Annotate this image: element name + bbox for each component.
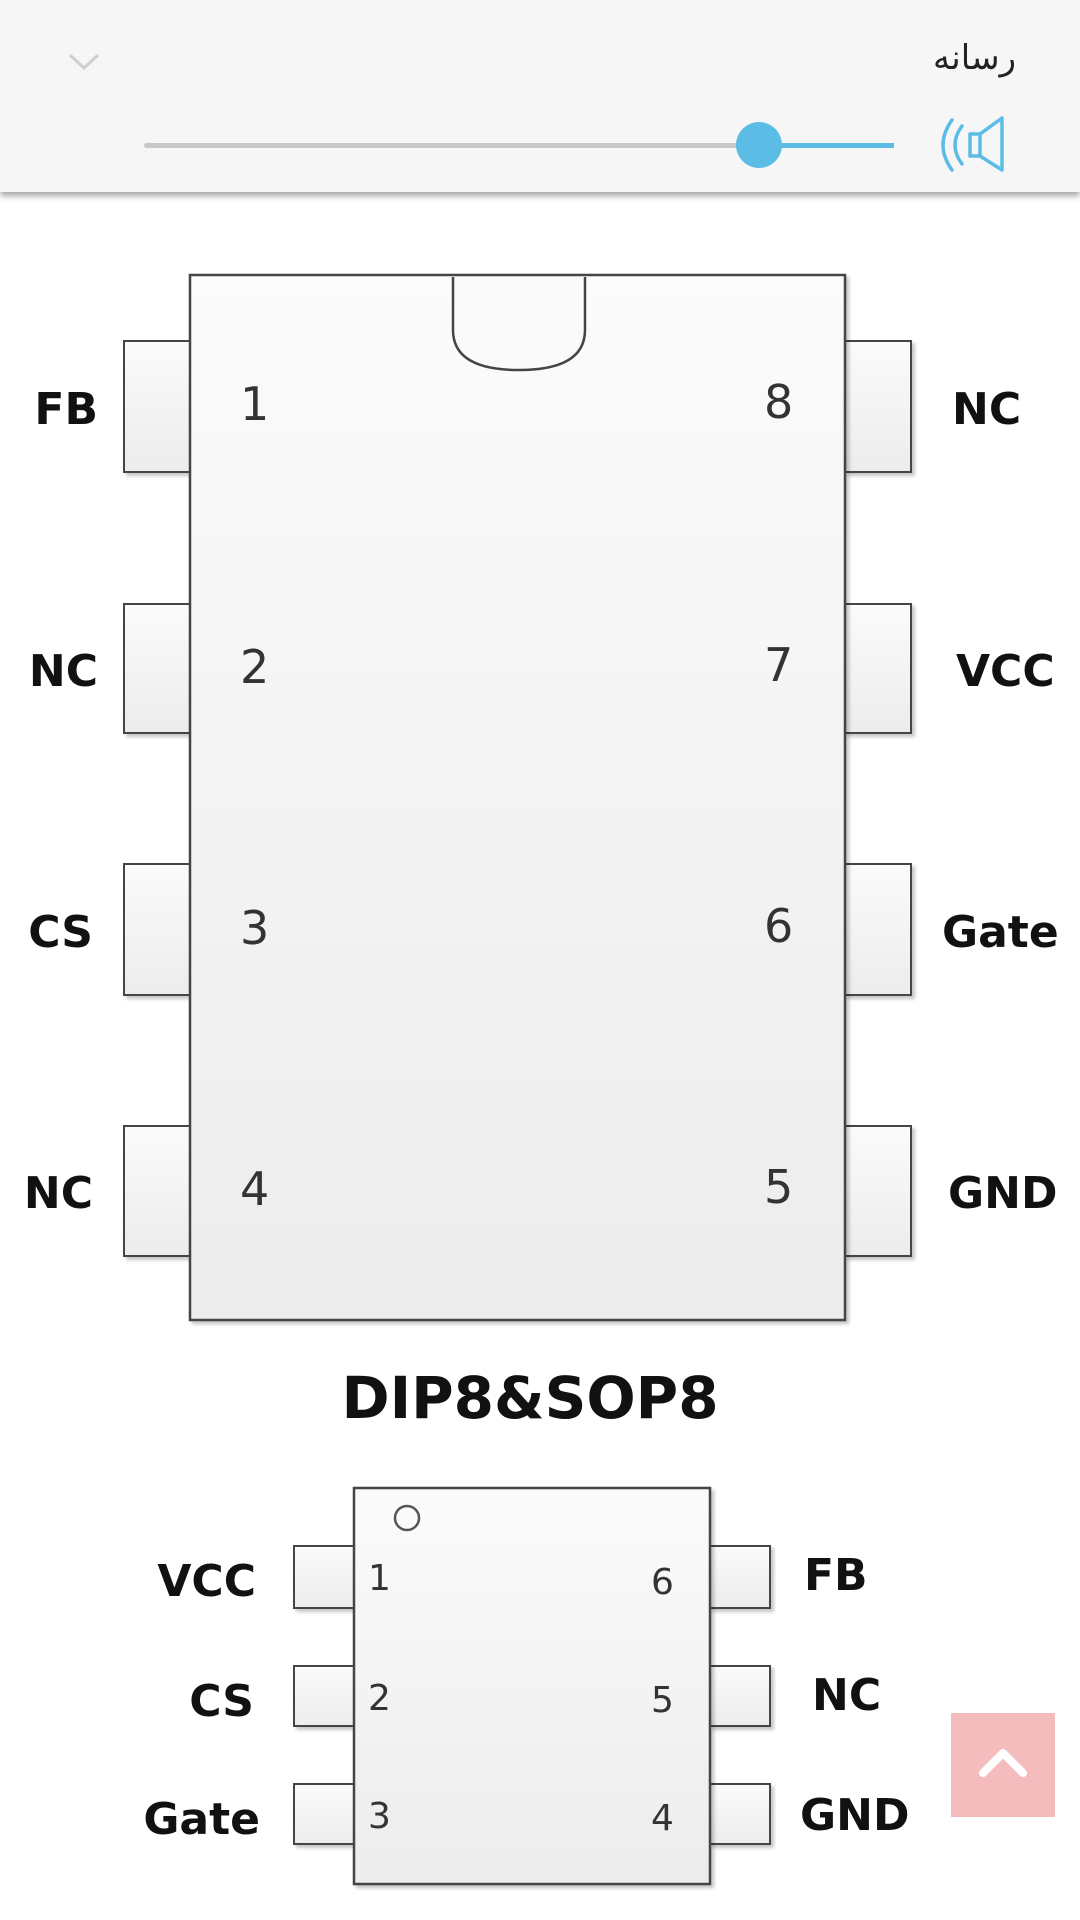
pin-number: 4 (240, 1162, 269, 1216)
package-label: DIP8&SOP8 (341, 1364, 718, 1432)
pin-name: Gate (143, 1794, 260, 1845)
small-chip-pin-names: VCC CS Gate FB NC GND (143, 1550, 909, 1845)
pin-number: 5 (764, 1160, 793, 1214)
pin-name: GND (948, 1168, 1057, 1219)
pin-number: 7 (764, 638, 793, 692)
pin-name: NC (29, 646, 98, 697)
pin-number: 1 (368, 1558, 391, 1599)
large-chip-body (188, 273, 847, 1322)
large-chip-pin-numbers: 1 2 3 4 8 7 6 5 (240, 375, 793, 1216)
pin-name: VCC (157, 1556, 256, 1607)
pin1-marker (393, 1504, 421, 1532)
large-chip-left-pins (123, 340, 191, 1257)
pin-name: GND (800, 1790, 909, 1841)
pin-number: 3 (240, 901, 269, 955)
large-chip-right-pins (844, 340, 912, 1257)
pin-number: 3 (368, 1796, 391, 1837)
volume-slider-track[interactable] (144, 143, 894, 148)
volume-slider-thumb[interactable] (736, 122, 782, 168)
pin-number: 8 (764, 375, 793, 429)
expand-button[interactable] (64, 42, 104, 82)
large-chip-notch (451, 277, 587, 372)
pin-name: NC (24, 1168, 93, 1219)
mute-button[interactable] (940, 114, 1010, 176)
pin-number: 6 (764, 899, 793, 953)
pin-name: CS (189, 1676, 254, 1727)
chevron-down-icon (68, 53, 100, 71)
pin-number: 5 (651, 1680, 674, 1721)
small-chip-body (352, 1486, 712, 1886)
pin-name: FB (34, 384, 98, 435)
pin-name: NC (812, 1670, 881, 1721)
pin-name: VCC (956, 646, 1055, 697)
chevron-up-icon (979, 1749, 1027, 1777)
pin-number: 6 (651, 1562, 674, 1603)
scroll-to-top-button[interactable] (951, 1713, 1055, 1817)
small-chip-left-pins (293, 1545, 355, 1845)
panel-title: رسانه (933, 38, 1016, 78)
media-volume-panel: رسانه (0, 0, 1080, 192)
speaker-icon (941, 116, 1004, 172)
pin-name: CS (28, 907, 93, 958)
large-chip-pin-names: FB NC CS NC NC VCC Gate GND (24, 384, 1059, 1219)
small-chip-right-pins (709, 1545, 771, 1845)
pin-number: 1 (240, 377, 269, 431)
volume-slider-remaining (759, 143, 894, 148)
pin-number: 2 (240, 640, 269, 694)
pin-name: Gate (942, 907, 1059, 958)
pin-name: FB (804, 1550, 868, 1601)
pin-number: 4 (651, 1798, 674, 1839)
pin-number: 2 (368, 1678, 391, 1719)
pin-name: NC (952, 384, 1021, 435)
small-chip-pin-numbers: 1 2 3 6 5 4 (368, 1558, 674, 1839)
